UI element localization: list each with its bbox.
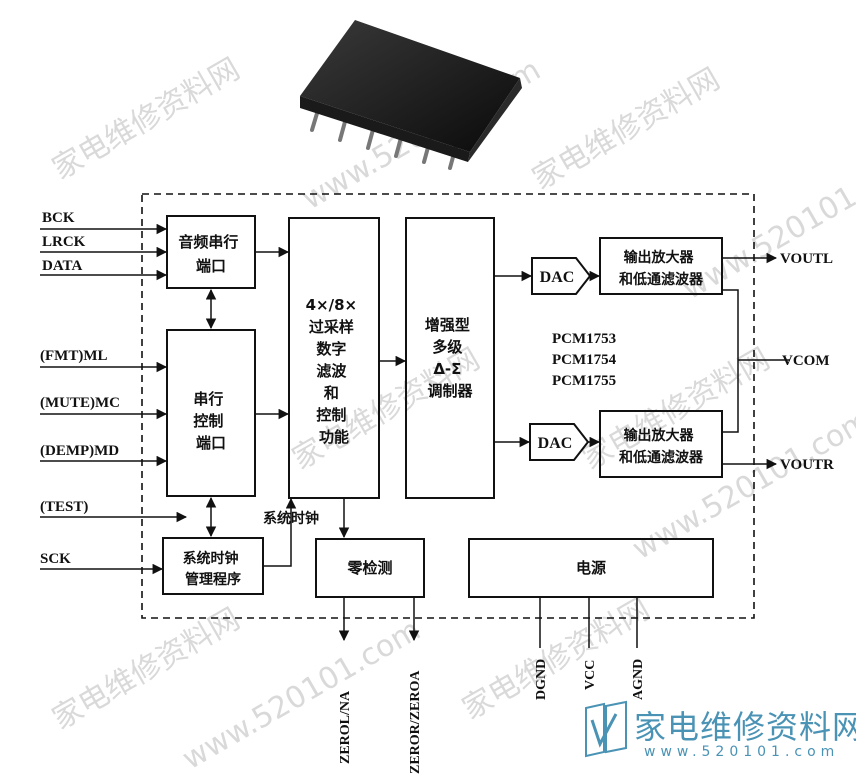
input-lrck-label: LRCK [42,234,86,250]
input-demp-md-label: (DEMP)MD [40,443,119,459]
watermark-text: 家电维修资料网 [527,62,726,197]
audio-serial-port-block [166,215,256,289]
power-label: 电源 [576,559,606,577]
pin-zeror-zeroa-label: ZEROR/ZEROA [408,670,423,774]
pin-zerol-na-label: ZEROL/NA [338,690,353,764]
pin-dgnd-label: DGND [534,659,549,700]
dac-bottom-block [529,423,590,461]
output-vcom-label: VCOM [782,353,830,369]
zero-detect-block [315,538,425,598]
oversampling-filter-block [288,217,380,499]
brand-logo-icon [585,700,627,758]
input-fmt-ml-label: (FMT)ML [40,348,107,364]
watermark-text: 家电维修资料网 [47,52,246,187]
amp-filter-top-block [599,237,723,295]
dac-top-block [531,257,592,295]
brand-url: www.520101.com [644,744,840,760]
output-voutl-label: VOUTL [780,251,833,267]
amp-filter-top-label: 输出放大器 和低通滤波器 [619,249,704,288]
pin-agnd-label: AGND [631,659,646,700]
ic-boundary [141,193,755,619]
part-numbers: PCM1753 PCM1754 PCM1755 [552,331,620,389]
brand-name: 家电维修资料网 [634,708,856,746]
input-mute-mc-label: (MUTE)MC [40,395,120,411]
output-voutr-label: VOUTR [780,457,834,473]
dac-bottom-label: DAC [538,435,573,452]
input-bck-label: BCK [42,210,75,226]
power-block [468,538,714,598]
zero-detect-label: 零检测 [346,559,392,577]
serial-control-port-label: 串行 控制 端口 [193,390,228,452]
amp-filter-bottom-label: 输出放大器 和低通滤波器 [619,427,704,466]
input-sck-label: SCK [40,551,71,567]
input-test-label: (TEST) [40,499,88,515]
pin-vcc-label: VCC [583,660,598,690]
site-brand: 家电维修资料网 www.520101.com [582,700,856,772]
system-clock-manager-label: 系统时钟 管理程序 [183,550,244,588]
chip-photo [300,20,522,170]
delta-sigma-modulator-label: 增强型 多级 Δ-Σ 调制器 [425,316,475,400]
oversampling-filter-label: 4×/8× 过采样 数字 滤波 和 控制 功能 [306,296,363,446]
dac-top-label: DAC [540,269,575,286]
signal-wires [40,223,790,648]
audio-serial-port-label: 音频串行 端口 [178,233,243,275]
input-data-label: DATA [42,258,82,274]
watermark-text: 家电维修资料网 [47,602,246,737]
watermark-url: www.520101.com [677,142,856,307]
